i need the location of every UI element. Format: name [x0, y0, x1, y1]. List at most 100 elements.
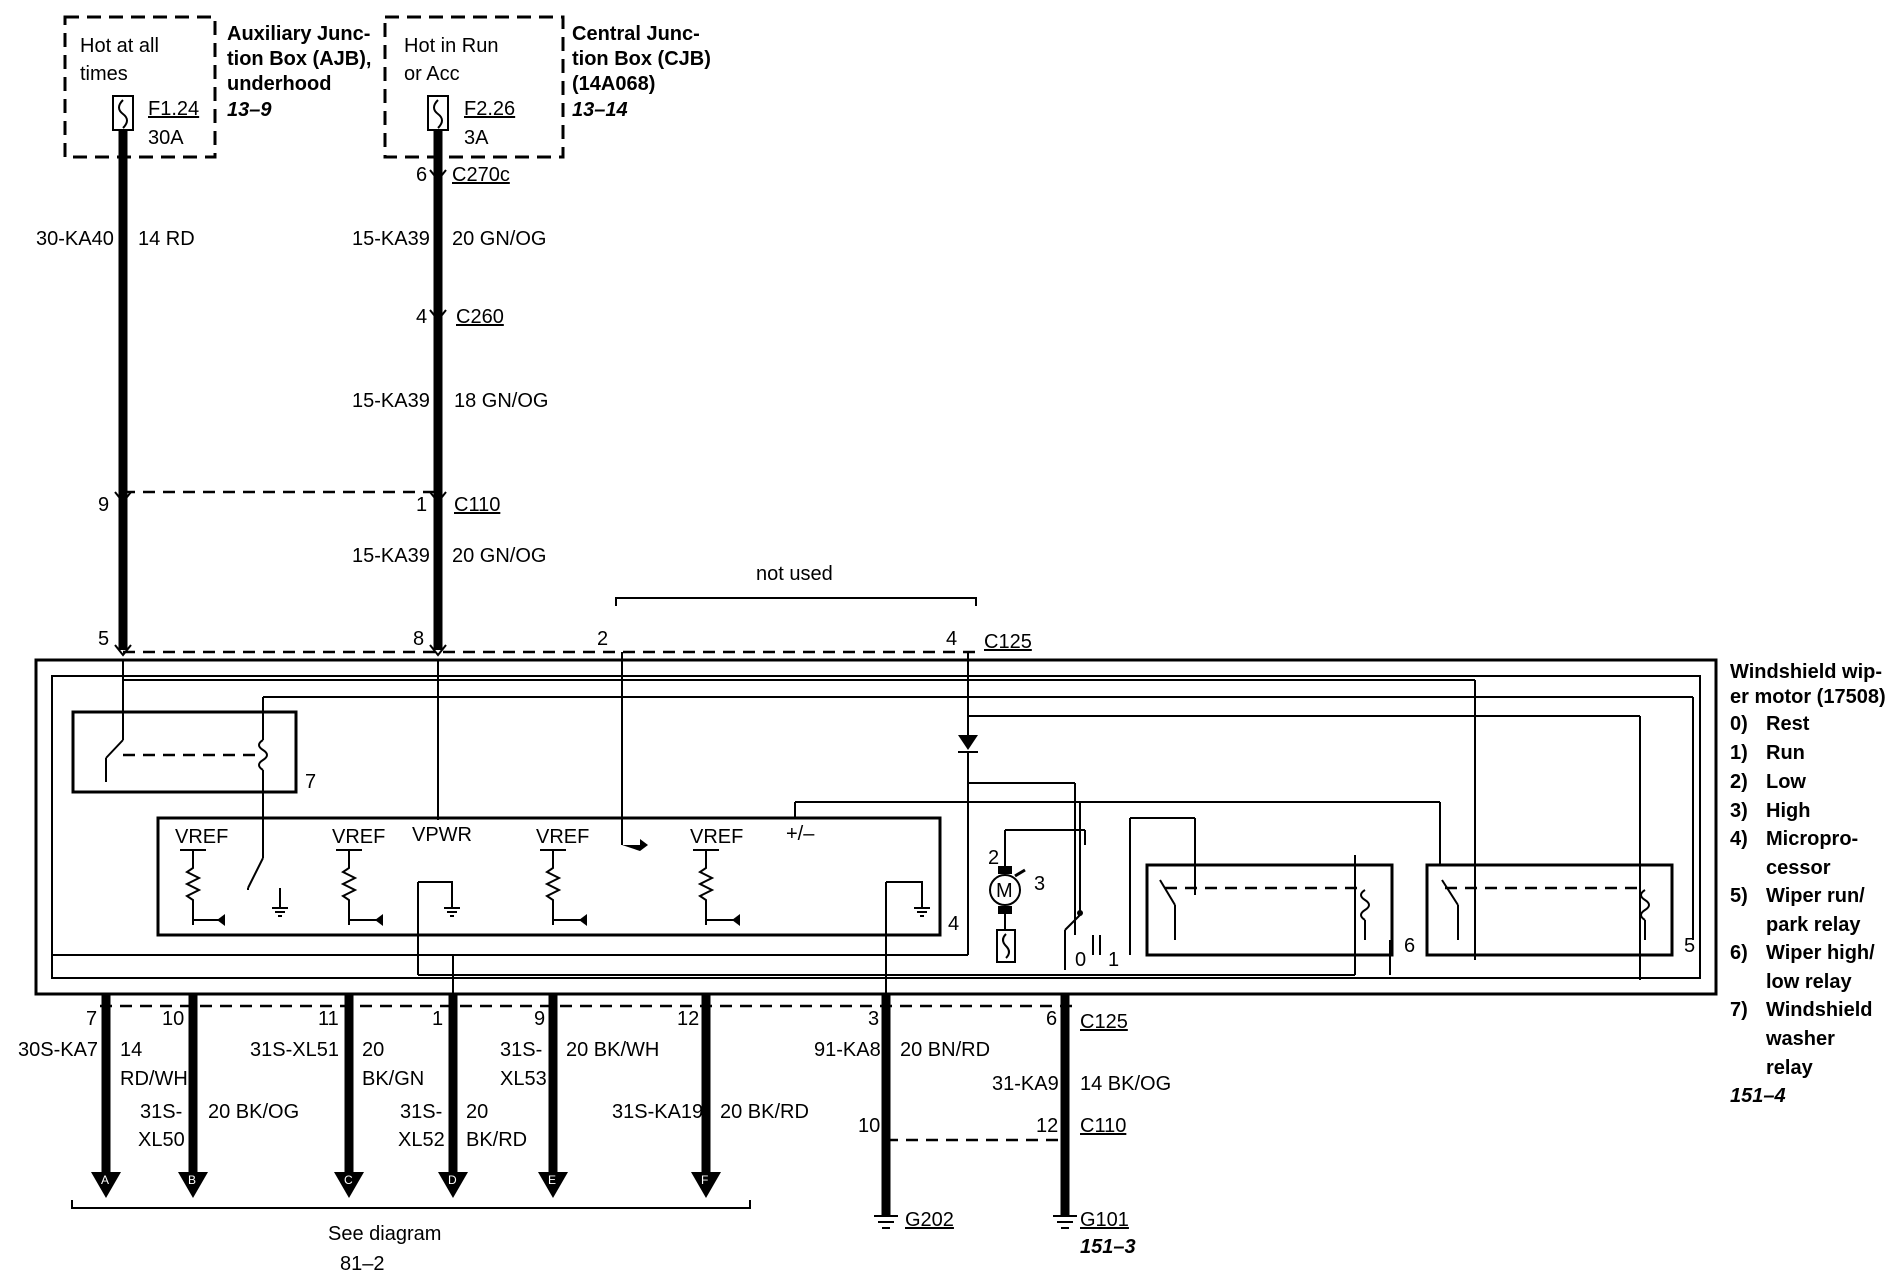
c-gauge-l1: 20: [362, 1039, 384, 1061]
c110-connector: C110: [454, 494, 500, 516]
legend-num: 1): [1730, 742, 1748, 764]
ajb-fuse-id: F1.24: [148, 98, 199, 120]
c110-pin-a: 9: [98, 494, 109, 516]
ajb-label: Auxiliary Junc- tion Box (AJB), underhoo…: [227, 23, 371, 121]
cjb-hot-line1: Hot in Run: [404, 35, 499, 57]
cjb-name-line1: Central Junc-: [572, 23, 700, 45]
motor-icon: M: [989, 866, 1026, 963]
ajb-name-line3: underhood: [227, 73, 331, 95]
vpwr-label: VPWR: [412, 824, 472, 846]
vref2-label: VREF: [332, 826, 385, 848]
legend-high-low: Wiper high/: [1766, 942, 1875, 964]
vref3-label: VREF: [536, 826, 589, 848]
legend-num: 0): [1730, 713, 1748, 735]
high-low-relay-6: [1145, 863, 1394, 957]
legend-run-park: Wiper run/: [1766, 885, 1865, 907]
g101-circuit: 31-KA9: [992, 1073, 1059, 1095]
legend-micro-cont: cessor: [1766, 857, 1831, 879]
arrow-f: F: [701, 1173, 708, 1187]
cjb-name-line2: tion Box (CJB): [572, 48, 711, 70]
c270-connector: C270c: [452, 164, 510, 186]
cjb-hot-line2: or Acc: [404, 63, 460, 85]
legend-run: Run: [1766, 742, 1805, 764]
see-diagram-ref: 81–2: [340, 1253, 385, 1275]
b-pin: 10: [162, 1008, 184, 1030]
b-circuit-l2: XL50: [138, 1129, 185, 1151]
run-park-relay-5: [1425, 863, 1674, 957]
ajb-name-line2: tion Box (AJB),: [227, 48, 371, 70]
c270-pin: 6: [416, 164, 427, 186]
e-circuit-l1: 31S-: [500, 1039, 542, 1061]
f-gauge: 20 BK/RD: [720, 1101, 809, 1123]
ajb-fuse-amp: 30A: [148, 127, 184, 149]
cjb-ref: 13–14: [572, 99, 628, 121]
c-circuit: 31S-XL51: [250, 1039, 339, 1061]
ajb-hot-line2: times: [80, 63, 128, 85]
ajb-ref: 13–9: [227, 99, 272, 121]
see-diagram-bracket: [71, 1200, 751, 1209]
c-pin: 11: [318, 1008, 339, 1030]
top-wires: [114, 130, 980, 657]
wiper-motor-inner-bus: [51, 675, 1701, 979]
g101-ref: 151–3: [1080, 1236, 1136, 1258]
washer-relay-7: [71, 710, 298, 794]
c125-pin4: 4: [946, 628, 957, 650]
relay-coil-icon: [1360, 889, 1370, 940]
plus-minus-label: +/–: [786, 823, 815, 845]
relay7-label: 7: [305, 771, 316, 793]
legend-high-low-cont: low relay: [1766, 971, 1852, 993]
g202-ground: G202: [905, 1209, 954, 1231]
g202-pin: 3: [868, 1008, 879, 1030]
cjb-fuse-box: Hot in Run or Acc F2.26 3A: [383, 15, 565, 159]
see-diagram-label: See diagram: [328, 1223, 441, 1245]
relay6-label: 6: [1404, 935, 1415, 957]
w1-circuit: 30-KA40: [36, 228, 114, 250]
c125-pin2: 2: [597, 628, 608, 650]
b-circuit-l1: 31S-: [140, 1101, 182, 1123]
f-circuit: 31S-KA19: [612, 1101, 703, 1123]
relay-coil-icon: [1640, 889, 1650, 940]
vref1-label: VREF: [175, 826, 228, 848]
d-gauge-l2: BK/RD: [466, 1129, 527, 1151]
legend-num: 6): [1730, 942, 1748, 964]
a-circuit: 30S-KA7: [18, 1039, 98, 1061]
diode-icon: [958, 735, 978, 753]
c110-connector-bottom: C110: [1080, 1115, 1126, 1137]
c125-connector-top: C125: [984, 631, 1032, 653]
park-switch-icon: [1064, 802, 1101, 955]
f-pin: 12: [677, 1008, 699, 1030]
legend-rest: Rest: [1766, 713, 1810, 735]
off-page-arrows: [91, 1172, 721, 1198]
ground-icons-bottom: [874, 1215, 1077, 1229]
c260-connector: C260: [456, 306, 504, 328]
vref4-label: VREF: [690, 826, 743, 848]
legend-run-park-cont: park relay: [1766, 914, 1861, 936]
c260-pin: 4: [416, 306, 427, 328]
legend-num: 5): [1730, 885, 1748, 907]
micro4-label: 4: [948, 913, 959, 935]
motor-title-line2: er motor (17508): [1730, 686, 1886, 708]
legend-washer-cont: washer: [1765, 1028, 1835, 1050]
ajb-name-line1: Auxiliary Junc-: [227, 23, 370, 45]
relay5-label: 5: [1684, 935, 1695, 957]
e-gauge: 20 BK/WH: [566, 1039, 659, 1061]
d-circuit-l1: 31S-: [400, 1101, 442, 1123]
motor-m-label: M: [996, 880, 1013, 902]
arrow-b: B: [188, 1173, 196, 1187]
w3-circuit: 15-KA39: [352, 390, 430, 412]
ajb-fuse-box: Hot at all times F1.24 30A: [63, 15, 217, 159]
c125-connector-bottom: C125: [1080, 1011, 1128, 1033]
legend-washer-cont2: relay: [1766, 1057, 1814, 1079]
w3-gauge: 18 GN/OG: [454, 390, 548, 412]
w2-gauge: 20 GN/OG: [452, 228, 546, 250]
legend-num: 3): [1730, 800, 1748, 822]
legend-num: 4): [1730, 828, 1748, 850]
cjb-fuse-id: F2.26: [464, 98, 515, 120]
cjb-fuse-amp: 3A: [464, 127, 489, 149]
b-gauge: 20 BK/OG: [208, 1101, 299, 1123]
relay-coil-icon: [258, 739, 268, 790]
c125-pin8: 8: [413, 628, 424, 650]
a-gauge-l2: RD/WH: [120, 1068, 188, 1090]
not-used-bracket: [615, 597, 977, 606]
